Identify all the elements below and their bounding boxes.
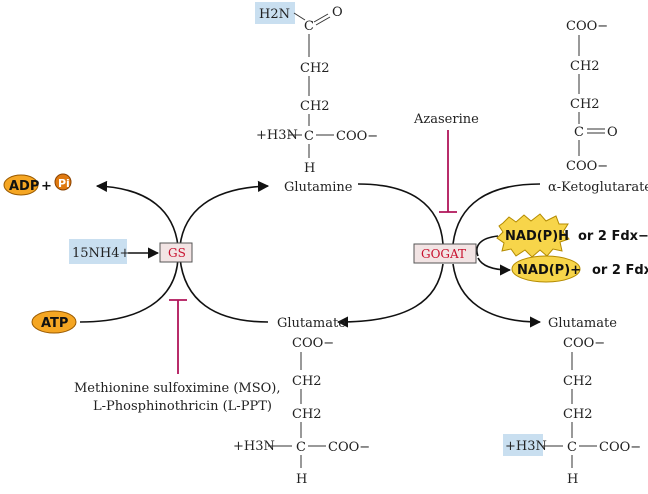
glu-right-h3n: +H3N bbox=[505, 439, 547, 454]
glu-left-coo-top: COO− bbox=[292, 336, 334, 351]
glutamate-left-name: Glutamate bbox=[277, 316, 346, 331]
gs-label: GS bbox=[168, 246, 186, 260]
akg-ch2-a: CH2 bbox=[570, 59, 600, 74]
glutamine-name: Glutamine bbox=[284, 180, 353, 195]
gogat-enzyme-box bbox=[413, 243, 477, 264]
glu-left-h: H bbox=[296, 472, 307, 487]
glutamine-ch2-a: CH2 bbox=[300, 61, 330, 76]
akg-o: O bbox=[607, 125, 618, 140]
gogat-inhibitor-bar bbox=[439, 130, 457, 213]
glutamine-ch2-b: CH2 bbox=[300, 99, 330, 114]
inhibitor-ppt: L-Phosphinothricin (L-PPT) bbox=[93, 399, 272, 414]
glutamate-right-name: Glutamate bbox=[548, 316, 617, 331]
fdx-label: or 2 Fdx bbox=[592, 263, 648, 278]
glutamine-o: O bbox=[332, 5, 343, 20]
glutamate-left-structure: COO− CH2 CH2 +H3N C COO− H bbox=[233, 336, 370, 487]
gogat-reaction-curves bbox=[336, 183, 542, 328]
adp-pi-group: ADP + Pi bbox=[3, 173, 72, 196]
glutamine-coo: COO− bbox=[336, 129, 378, 144]
glutamine-h: H bbox=[304, 161, 315, 176]
glu-right-ch2-a: CH2 bbox=[563, 374, 593, 389]
glu-right-coo-top: COO− bbox=[563, 336, 605, 351]
glutamine-structure: H2N C O CH2 CH2 +H3N C COO− H bbox=[255, 2, 378, 176]
ammonium-box bbox=[69, 239, 127, 264]
gogat-label: GOGAT bbox=[421, 247, 466, 261]
akg-ch2-b: CH2 bbox=[570, 97, 600, 112]
fdx-reduced-label: or 2 Fdx− bbox=[578, 229, 648, 244]
glu-left-h3n: +H3N bbox=[233, 439, 275, 454]
nadph-label: NAD(P)H bbox=[505, 229, 569, 244]
azaserine-label: Azaserine bbox=[413, 112, 479, 127]
glu-right-ch2-b: CH2 bbox=[563, 407, 593, 422]
glutamate-right-structure: COO− CH2 CH2 +H3N C COO− H bbox=[503, 336, 641, 487]
glu-left-coo: COO− bbox=[328, 440, 370, 455]
amino-highlight bbox=[503, 434, 543, 456]
ketoglutarate-name: α-Ketoglutarate bbox=[548, 180, 648, 195]
glutamine-c-alpha: C bbox=[304, 129, 314, 144]
inhibitor-mso: Methionine sulfoximine (MSO), bbox=[74, 381, 280, 396]
atp-group: ATP bbox=[31, 310, 77, 334]
akg-coo-bottom: COO− bbox=[566, 159, 608, 174]
glu-left-ch2-b: CH2 bbox=[292, 407, 322, 422]
glu-right-c: C bbox=[567, 440, 577, 455]
phosphate-label: Pi bbox=[58, 177, 70, 190]
glutamine-c-top: C bbox=[304, 19, 314, 34]
nadp-label: NAD(P)+ bbox=[517, 263, 581, 278]
akg-c: C bbox=[574, 125, 584, 140]
adp-label: ADP bbox=[9, 179, 39, 194]
atp-label: ATP bbox=[41, 316, 68, 331]
gs-inhibitor-bar bbox=[169, 299, 187, 374]
glu-left-ch2-a: CH2 bbox=[292, 374, 322, 389]
nadp-group: NAD(P)+ or 2 Fdx bbox=[511, 255, 648, 283]
gs-enzyme-box bbox=[159, 242, 193, 263]
ketoglutarate-structure: COO− CH2 CH2 C O COO− bbox=[566, 19, 618, 174]
adp-plus: + bbox=[41, 179, 52, 194]
glutamine-h2n: H2N bbox=[259, 7, 290, 22]
glu-right-h: H bbox=[567, 472, 578, 487]
nadph-group: NAD(P)H or 2 Fdx− bbox=[496, 213, 648, 258]
akg-coo-top: COO− bbox=[566, 19, 608, 34]
glutamine-h3n: +H3N bbox=[256, 128, 298, 143]
glu-right-coo: COO− bbox=[599, 440, 641, 455]
amide-highlight bbox=[255, 2, 295, 24]
gs-reaction-curves bbox=[79, 180, 270, 323]
ammonium-label: 15NH4+ bbox=[72, 246, 130, 261]
glu-left-c: C bbox=[296, 440, 306, 455]
